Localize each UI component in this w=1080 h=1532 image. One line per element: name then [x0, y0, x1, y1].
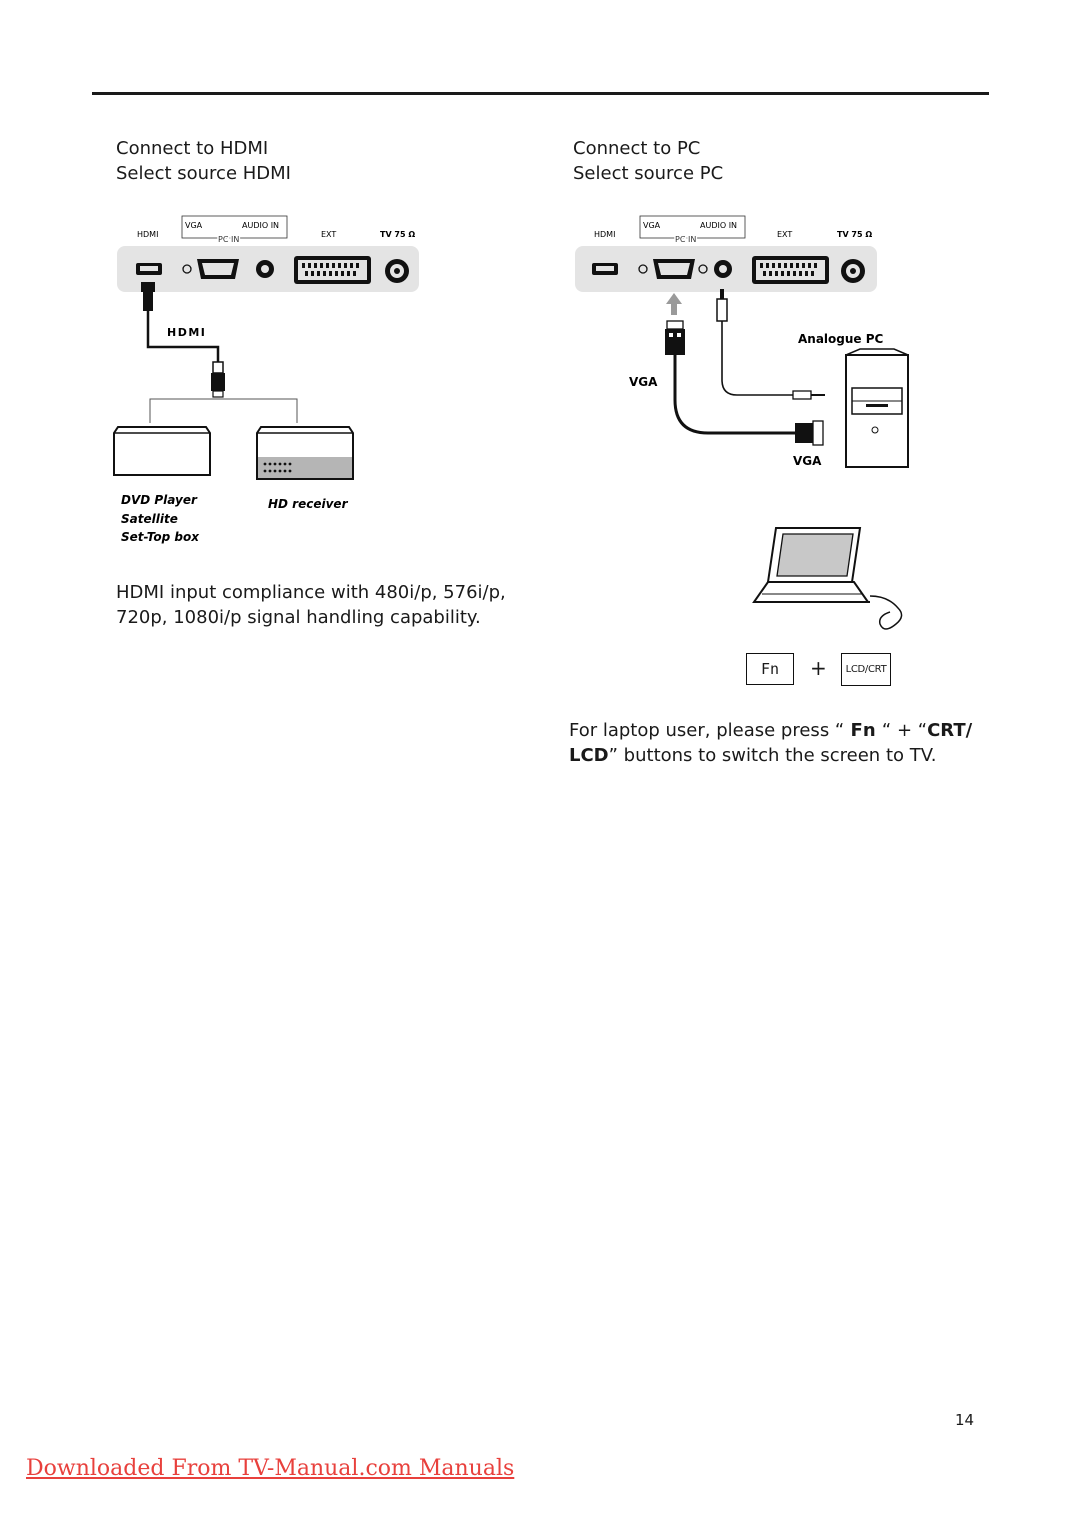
power-button — [871, 426, 879, 434]
port-label-tv: TV 75 Ω — [837, 230, 872, 239]
analogue-pc-label: Analogue PC — [798, 332, 884, 346]
audio-plug-pc — [792, 390, 812, 400]
screw-hole — [182, 264, 192, 274]
dvd-player-box — [113, 426, 211, 476]
pc-connection-diagram: HDMI VGA AUDIO IN PC IN EXT TV 75 Ω VGA … — [575, 215, 909, 468]
port-label-ext: EXT — [777, 230, 792, 239]
port-label-pc-in: PC IN — [218, 235, 239, 244]
device-label-settop: Set-Top box — [121, 530, 200, 544]
hdmi-cable — [146, 311, 220, 373]
note-prefix: For laptop user, please press “ — [569, 720, 845, 741]
split-bracket — [149, 398, 298, 423]
port-label-ext: EXT — [321, 230, 336, 239]
laptop-cable — [869, 595, 903, 630]
audio-plug-tv — [716, 298, 728, 322]
fn-key: Fn — [746, 653, 794, 685]
device-label-hd-receiver: HD receiver — [268, 497, 349, 511]
port-label-audio-in: AUDIO IN — [242, 221, 279, 230]
right-heading-select: Select source PC — [573, 163, 724, 184]
laptop-illustration — [752, 527, 903, 630]
laptop-instruction: For laptop user, please press “ Fn “ + “… — [569, 718, 989, 768]
plus-sign: + — [810, 656, 827, 680]
laptop-keyboard — [752, 581, 870, 603]
port-label-vga: VGA — [185, 221, 203, 230]
port-label-tv: TV 75 Ω — [380, 230, 415, 239]
hdmi-connection-diagram: HDMI VGA AUDIO IN PC IN EXT TV 75 Ω HDMI… — [113, 215, 419, 544]
audio-cable — [721, 321, 793, 396]
port-label-pc-in: PC IN — [675, 235, 696, 244]
port-label-hdmi: HDMI — [594, 230, 615, 239]
hdmi-plug-bottom — [211, 373, 225, 391]
port-label-audio-in: AUDIO IN — [700, 221, 737, 230]
vga-plug-tv — [665, 329, 685, 355]
device-label-dvd: DVD Player — [121, 493, 198, 507]
hdmi-plug-top — [141, 282, 155, 292]
hdmi-cable-label: HDMI — [167, 326, 206, 339]
note-mid: “ + “ — [881, 720, 928, 741]
screw-hole — [638, 264, 648, 274]
note-fn: Fn — [844, 720, 882, 741]
note-crt-lcd: CRT/ LCD — [569, 720, 973, 766]
pc-in-bracket — [181, 215, 288, 239]
page-number: 14 — [955, 1411, 975, 1429]
left-heading-connect: Connect to HDMI — [116, 138, 269, 159]
pc-in-bracket — [639, 215, 746, 239]
vga-cable-label: VGA — [629, 375, 658, 389]
port-label-vga: VGA — [643, 221, 661, 230]
device-label-satellite: Satellite — [121, 512, 178, 526]
vga-port-label: VGA — [793, 454, 822, 468]
left-heading-select: Select source HDMI — [116, 163, 291, 184]
port-label-hdmi: HDMI — [137, 230, 158, 239]
note-suffix: ” buttons to switch the screen to TV. — [608, 745, 937, 766]
download-source-link[interactable]: Downloaded From TV-Manual.com Manuals — [26, 1456, 515, 1481]
hdmi-compliance-note: HDMI input compliance with 480i/p, 576i/… — [116, 582, 506, 628]
vga-plug-pc — [795, 423, 813, 443]
lcd-crt-key: LCD/CRT — [841, 653, 891, 686]
right-heading-connect: Connect to PC — [573, 138, 701, 159]
vga-arrow — [666, 293, 682, 315]
vga-cable — [673, 355, 795, 435]
header-rule — [92, 92, 989, 95]
